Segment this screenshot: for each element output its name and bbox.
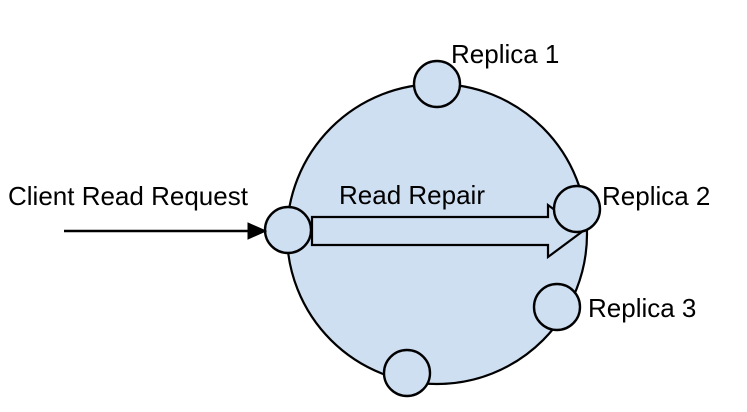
read-repair-label: Read Repair (339, 180, 485, 210)
replica-3-label: Replica 3 (588, 293, 697, 323)
client-request-arrow-head (247, 222, 268, 240)
replica-4-node[interactable] (382, 348, 432, 398)
client-request-arrow (64, 222, 268, 240)
coordinator-node[interactable] (263, 205, 313, 255)
read-repair-block-arrow (310, 202, 585, 260)
client-read-request-label: Client Read Request (8, 181, 248, 211)
replica-2-node[interactable] (552, 184, 602, 234)
replica-1-label: Replica 1 (451, 39, 560, 69)
replica-1-node[interactable] (412, 59, 462, 109)
replica-3-node[interactable] (532, 282, 582, 332)
replica-2-label: Replica 2 (602, 181, 711, 211)
